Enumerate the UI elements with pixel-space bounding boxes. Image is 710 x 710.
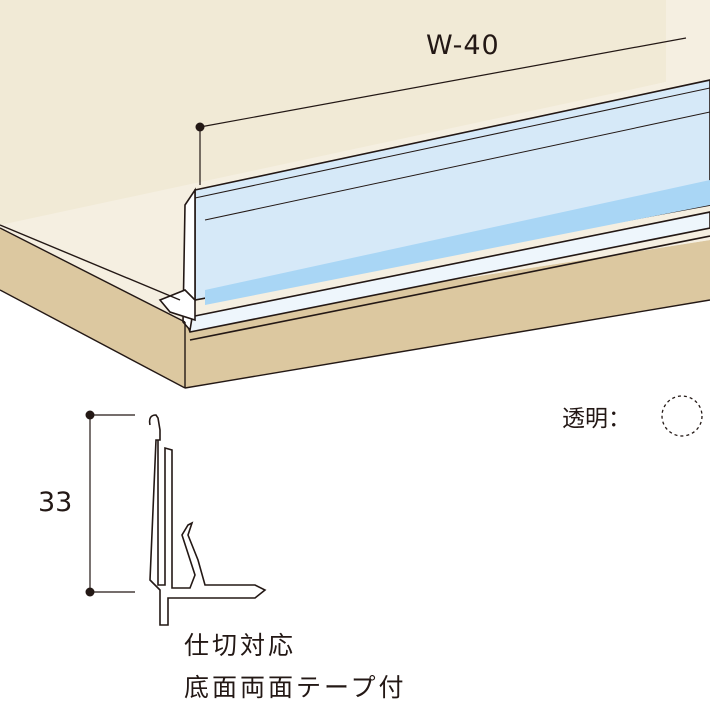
counter-front-face: [0, 228, 185, 388]
clear-color-swatch-icon: [661, 395, 703, 437]
cross-section-profile: [148, 414, 267, 626]
feature-note-line-1: 仕切対応: [184, 631, 297, 660]
counter-front-face-right: [185, 240, 710, 388]
color-legend-label: 透明：: [562, 406, 631, 432]
strip-inner-line: [204, 111, 710, 221]
model-code-label: W-40: [426, 30, 500, 61]
strip-glow-band: [205, 180, 710, 305]
counter-bottom-edge: [0, 289, 186, 389]
counter-back-edge: [0, 224, 181, 301]
strip-foot: [158, 289, 196, 322]
counter-right-bottom-edge: [184, 299, 710, 389]
counter-front-top-edge: [0, 227, 186, 323]
height-dimension-label: 33: [38, 487, 73, 518]
feature-note-line-2: 底面両面テープ付: [184, 673, 407, 702]
strip-top-edge: [194, 87, 710, 199]
width-dimension-line: [199, 37, 687, 128]
strip-base-line: [189, 235, 710, 341]
